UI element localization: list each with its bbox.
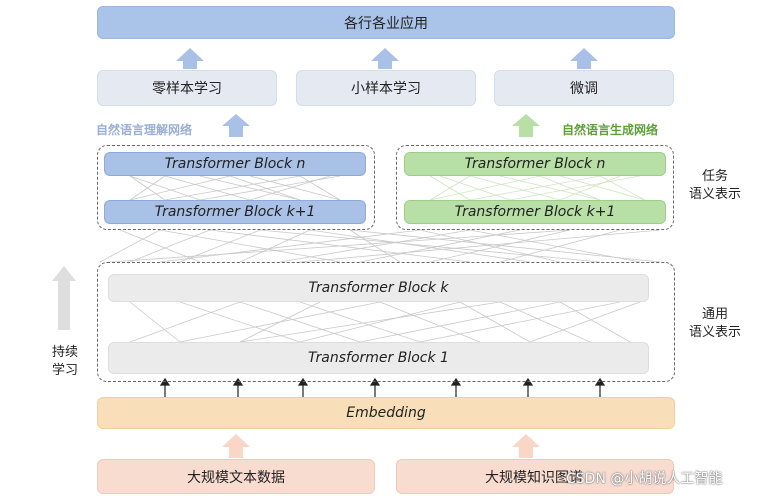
data-source-text: 大规模文本数据 [97,459,375,494]
embedding-up-arrows [159,377,606,397]
data-source-text-label: 大规模文本数据 [187,469,285,486]
general-semantic-label-line2: 语义表示 [688,325,741,340]
continual-learning-label: 持续 学习 [40,344,90,380]
nlg-block-top: Transformer Block n [404,152,666,176]
nlu-block-top: Transformer Block n [104,152,366,176]
method-finetune-label: 微调 [570,81,598,97]
nlu-network-label: 自然语言理解网络 [96,123,193,137]
nlg-block-bottom-label: Transformer Block k+1 [454,204,616,220]
nlu-block-top-label: Transformer Block n [164,156,306,172]
nlg-network-box [396,145,674,230]
nlg-block-top-label: Transformer Block n [464,156,606,172]
general-semantic-label-line1: 通用 [701,307,728,322]
general-block-bottom: Transformer Block 1 [108,342,649,374]
method-few-shot-label: 小样本学习 [351,81,421,97]
general-block-bottom-label: Transformer Block 1 [308,350,449,366]
arrow-up-finetune [570,48,598,69]
arrow-up-knowledge-graph [512,434,540,458]
arrow-up-text-data [222,434,250,458]
arrow-up-nlu [222,114,250,137]
continual-learning-arrow [52,266,76,330]
embedding-label: Embedding [346,405,426,421]
nlu-network-box [97,145,375,230]
method-zero-shot: 零样本学习 [97,70,277,106]
method-finetune: 微调 [494,70,674,106]
arrow-up-zero-shot [176,48,204,69]
continual-learning-label-line1: 持续 [51,345,78,360]
task-semantic-label-line1: 任务 [701,169,728,184]
task-semantic-label: 任务 语义表示 [680,168,750,204]
nlg-internal-lines [429,175,646,201]
applications-bar: 各行各业应用 [97,6,675,39]
general-semantic-label: 通用 语义表示 [680,306,750,342]
nlu-block-bottom-label: Transformer Block k+1 [154,204,316,220]
nlu-block-bottom: Transformer Block k+1 [104,200,366,224]
task-semantic-label-line2: 语义表示 [688,187,741,202]
general-block-top-label: Transformer Block k [308,280,449,296]
general-representation-box [97,262,675,382]
data-source-knowledge-graph-label: 大规模知识图谱 [485,469,583,486]
csdn-watermark: CSDN @小胡说人工智能 [566,471,723,487]
arrow-up-nlg [512,114,540,137]
nlu-internal-lines [129,175,341,201]
nlg-network-label: 自然语言生成网络 [562,123,659,137]
general-internal-lines [129,301,641,343]
embedding-bar: Embedding [97,397,675,429]
cross-connection-lines [99,229,661,263]
continual-learning-label-line2: 学习 [51,363,78,378]
method-few-shot: 小样本学习 [296,70,476,106]
data-source-knowledge-graph: 大规模知识图谱 [396,459,674,494]
arrow-up-few-shot [371,48,399,69]
general-block-top: Transformer Block k [108,274,649,302]
applications-title: 各行各业应用 [344,15,428,32]
nlg-block-bottom: Transformer Block k+1 [404,200,666,224]
method-zero-shot-label: 零样本学习 [152,81,222,97]
